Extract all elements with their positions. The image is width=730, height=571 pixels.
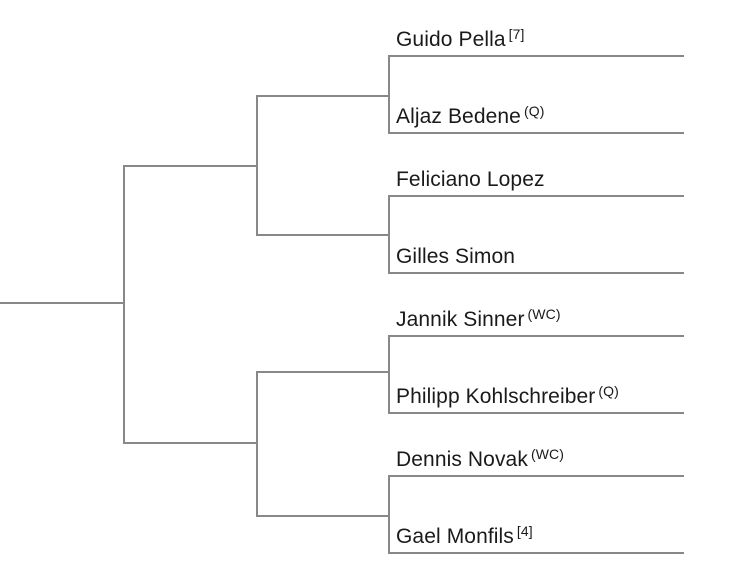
player-seed-mark: (WC) [530, 446, 564, 462]
player-name: Gael Monfils [396, 525, 514, 548]
player-name: Aljaz Bedene [396, 105, 521, 128]
player-name: Jannik Sinner [396, 308, 525, 331]
player-seed-mark: (Q) [523, 103, 545, 119]
player-seed-mark: [4] [516, 523, 533, 539]
player-label[interactable]: Dennis Novak(WC) [396, 447, 564, 470]
player-name: Dennis Novak [396, 448, 528, 471]
player-name: Philipp Kohlschreiber [396, 385, 596, 408]
player-name: Guido Pella [396, 28, 506, 51]
player-label[interactable]: Gael Monfils[4] [396, 524, 533, 547]
player-seed-mark: [7] [508, 26, 525, 42]
player-label[interactable]: Aljaz Bedene(Q) [396, 104, 544, 127]
player-label[interactable]: Jannik Sinner(WC) [396, 307, 561, 330]
player-label[interactable]: Gilles Simon [396, 244, 518, 267]
player-label[interactable]: Philipp Kohlschreiber(Q) [396, 384, 619, 407]
player-label[interactable]: Feliciano Lopez [396, 167, 548, 190]
player-seed-mark: (Q) [598, 383, 619, 399]
player-label[interactable]: Guido Pella[7] [396, 27, 525, 50]
player-name: Gilles Simon [396, 245, 516, 268]
player-seed-mark: (WC) [527, 306, 561, 322]
player-name: Feliciano Lopez [396, 168, 545, 191]
